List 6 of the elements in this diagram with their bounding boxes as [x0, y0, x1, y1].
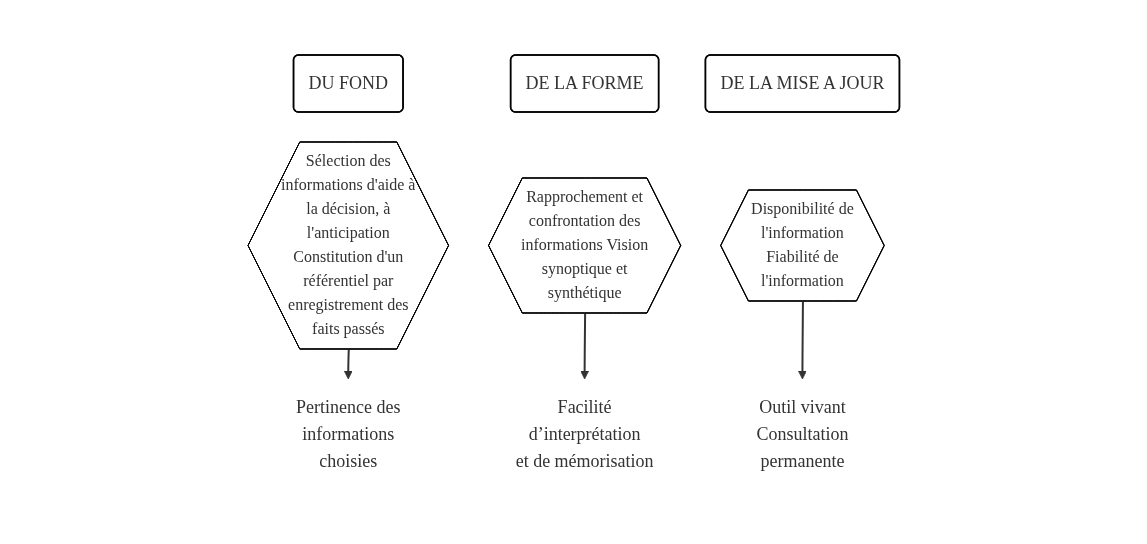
- arrow: [343, 348, 353, 379]
- arrow: [580, 312, 589, 379]
- arrow: [797, 300, 807, 379]
- node-text: Facilité d’interprétation et de mémorisation: [515, 396, 654, 471]
- node-text: Outil vivant Consultation permanente: [756, 396, 849, 471]
- node-text: Pertinence des informations choisies: [295, 396, 401, 471]
